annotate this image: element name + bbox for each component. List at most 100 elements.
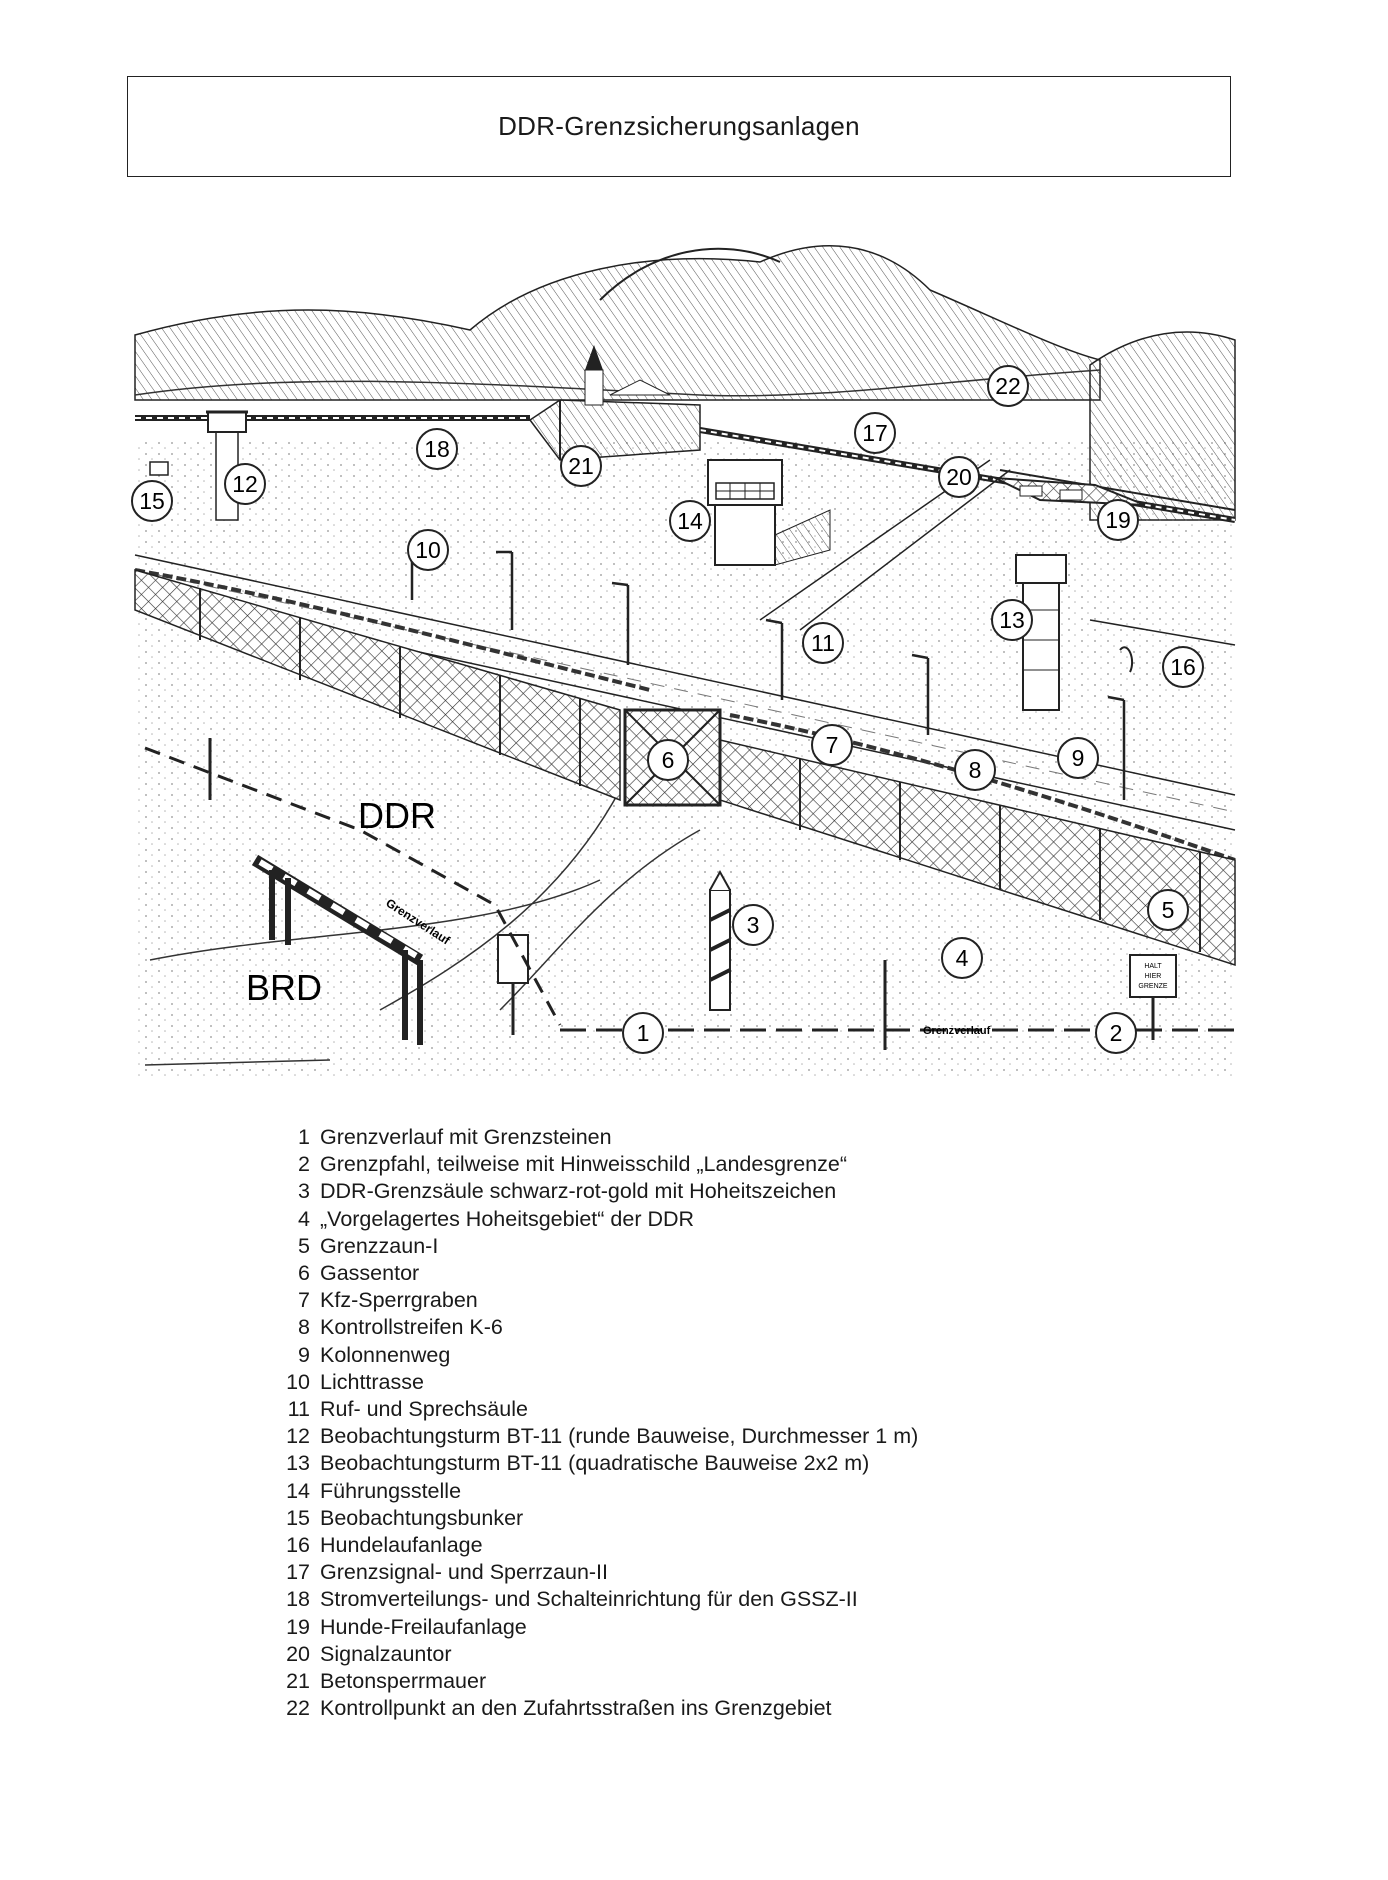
marker-number: 13 <box>999 607 1025 633</box>
square-watchtower <box>1015 554 1067 711</box>
marker-14: 14 <box>669 500 711 542</box>
halt-sign-line-1: HALT <box>1144 963 1162 970</box>
marker-circle <box>622 1012 664 1054</box>
marker-number: 18 <box>424 436 450 462</box>
legend-number: 17 <box>286 1560 310 1585</box>
marker-number: 7 <box>826 732 839 758</box>
legend-item: 17 Grenzsignal- und Sperrzaun-II <box>272 1559 1172 1586</box>
legend-label: Grenzpfahl, teilweise mit Hinweisschild … <box>320 1152 847 1177</box>
marker-9: 9 <box>1057 737 1099 779</box>
legend-label: Führungsstelle <box>320 1478 462 1503</box>
marker-13: 13 <box>991 599 1033 641</box>
legend-item: 22 Kontrollpunkt an den Zufahrtsstraßen i… <box>272 1695 1172 1722</box>
legend-item: 21 Betonsperrmauer <box>272 1668 1172 1695</box>
marker-circle <box>560 445 602 487</box>
marker-number: 10 <box>415 537 441 563</box>
legend-label: Grenzsignal- und Sperrzaun-II <box>320 1560 609 1585</box>
marker-number: 12 <box>232 471 258 497</box>
marker-number: 3 <box>747 912 760 938</box>
halt-sign-line-2: HIER <box>1145 973 1162 980</box>
marker-22: 22 <box>987 365 1029 407</box>
legend-label: Kontrollpunkt an den Zufahrtsstraßen ins… <box>320 1696 832 1721</box>
marker-1: 1 <box>622 1012 664 1054</box>
marker-19: 19 <box>1097 499 1139 541</box>
legend-item: 1 Grenzverlauf mit Grenzsteinen <box>272 1124 1172 1151</box>
legend-item: 12 Beobachtungsturm BT-11 (runde Bauweise… <box>272 1423 1172 1450</box>
border-line-label-bottom: Grenzverlauf <box>923 1025 991 1037</box>
legend-number: 19 <box>286 1614 310 1639</box>
marker-number: 21 <box>568 453 594 479</box>
marker-number: 4 <box>956 945 969 971</box>
marker-number: 22 <box>995 373 1021 399</box>
legend-label: Kolonnenweg <box>320 1342 451 1367</box>
marker-circle <box>811 724 853 766</box>
legend-label: Gassentor <box>320 1261 420 1286</box>
legend-number: 6 <box>298 1261 310 1286</box>
legend-number: 8 <box>298 1315 310 1340</box>
legend-item: 19 Hunde-Freilaufanlage <box>272 1614 1172 1641</box>
legend-number: 11 <box>287 1397 310 1422</box>
legend-label: Grenzverlauf mit Grenzsteinen <box>320 1125 612 1149</box>
marker-circle <box>131 480 173 522</box>
legend-number: 21 <box>286 1669 310 1694</box>
marker-circle <box>802 622 844 664</box>
marker-21: 21 <box>560 445 602 487</box>
legend-number: 10 <box>286 1369 310 1394</box>
legend-label: Lichttrasse <box>320 1369 424 1394</box>
marker-circle <box>954 749 996 791</box>
marker-number: 14 <box>677 508 703 534</box>
region-label-brd: BRD <box>246 967 322 1008</box>
marker-circle <box>224 463 266 505</box>
legend-number: 4 <box>298 1206 310 1231</box>
marker-number: 20 <box>946 464 972 490</box>
title-box: DDR-Grenzsicherungsanlagen <box>127 76 1231 177</box>
border-pillar <box>709 869 731 1011</box>
legend-label: Betonsperrmauer <box>320 1669 487 1694</box>
legend-number: 15 <box>286 1505 310 1530</box>
marker-number: 16 <box>1170 654 1196 680</box>
observation-bunker <box>149 461 169 476</box>
dog-freerun-enclosure <box>994 477 1146 506</box>
marker-circle <box>1057 737 1099 779</box>
legend-label: Stromverteilungs- und Schalteinrichtung … <box>320 1587 858 1612</box>
marker-circle <box>941 937 983 979</box>
halt-sign: HALT HIER GRENZE <box>1129 954 1177 1040</box>
legend-label: Beobachtungsturm BT-11 (runde Bauweise, … <box>320 1424 919 1449</box>
legend-label: Signalzauntor <box>320 1641 452 1666</box>
page-title: DDR-Grenzsicherungsanlagen <box>498 111 860 141</box>
marker-circle <box>407 529 449 571</box>
marker-number: 9 <box>1072 745 1085 771</box>
legend-number: 22 <box>286 1696 310 1721</box>
marker-6: 6 <box>647 739 689 781</box>
marker-15: 15 <box>131 480 173 522</box>
legend-number: 9 <box>298 1342 310 1367</box>
legend-label: Kontrollstreifen K-6 <box>320 1315 503 1340</box>
command-post <box>707 459 831 566</box>
marker-11: 11 <box>802 622 844 664</box>
legend-label: Hundelaufanlage <box>320 1533 483 1558</box>
legend-item: 10 Lichttrasse <box>272 1369 1172 1396</box>
marker-3: 3 <box>732 904 774 946</box>
marker-18: 18 <box>416 428 458 470</box>
legend-number: 1 <box>298 1125 310 1149</box>
legend-label: „Vorgelagertes Hoheitsgebiet“ der DDR <box>320 1206 695 1231</box>
marker-number: 19 <box>1105 507 1131 533</box>
legend-label: Hunde-Freilaufanlage <box>320 1614 527 1639</box>
dog-run-line <box>1089 619 1236 673</box>
legend-label: DDR-Grenzsäule schwarz-rot-gold mit Hohe… <box>320 1179 837 1204</box>
legend-number: 5 <box>298 1233 310 1258</box>
legend-number: 12 <box>286 1424 310 1449</box>
legend-number: 20 <box>286 1641 310 1666</box>
marker-number: 15 <box>139 488 165 514</box>
marker-number: 1 <box>637 1020 650 1046</box>
marker-number: 6 <box>662 747 675 773</box>
